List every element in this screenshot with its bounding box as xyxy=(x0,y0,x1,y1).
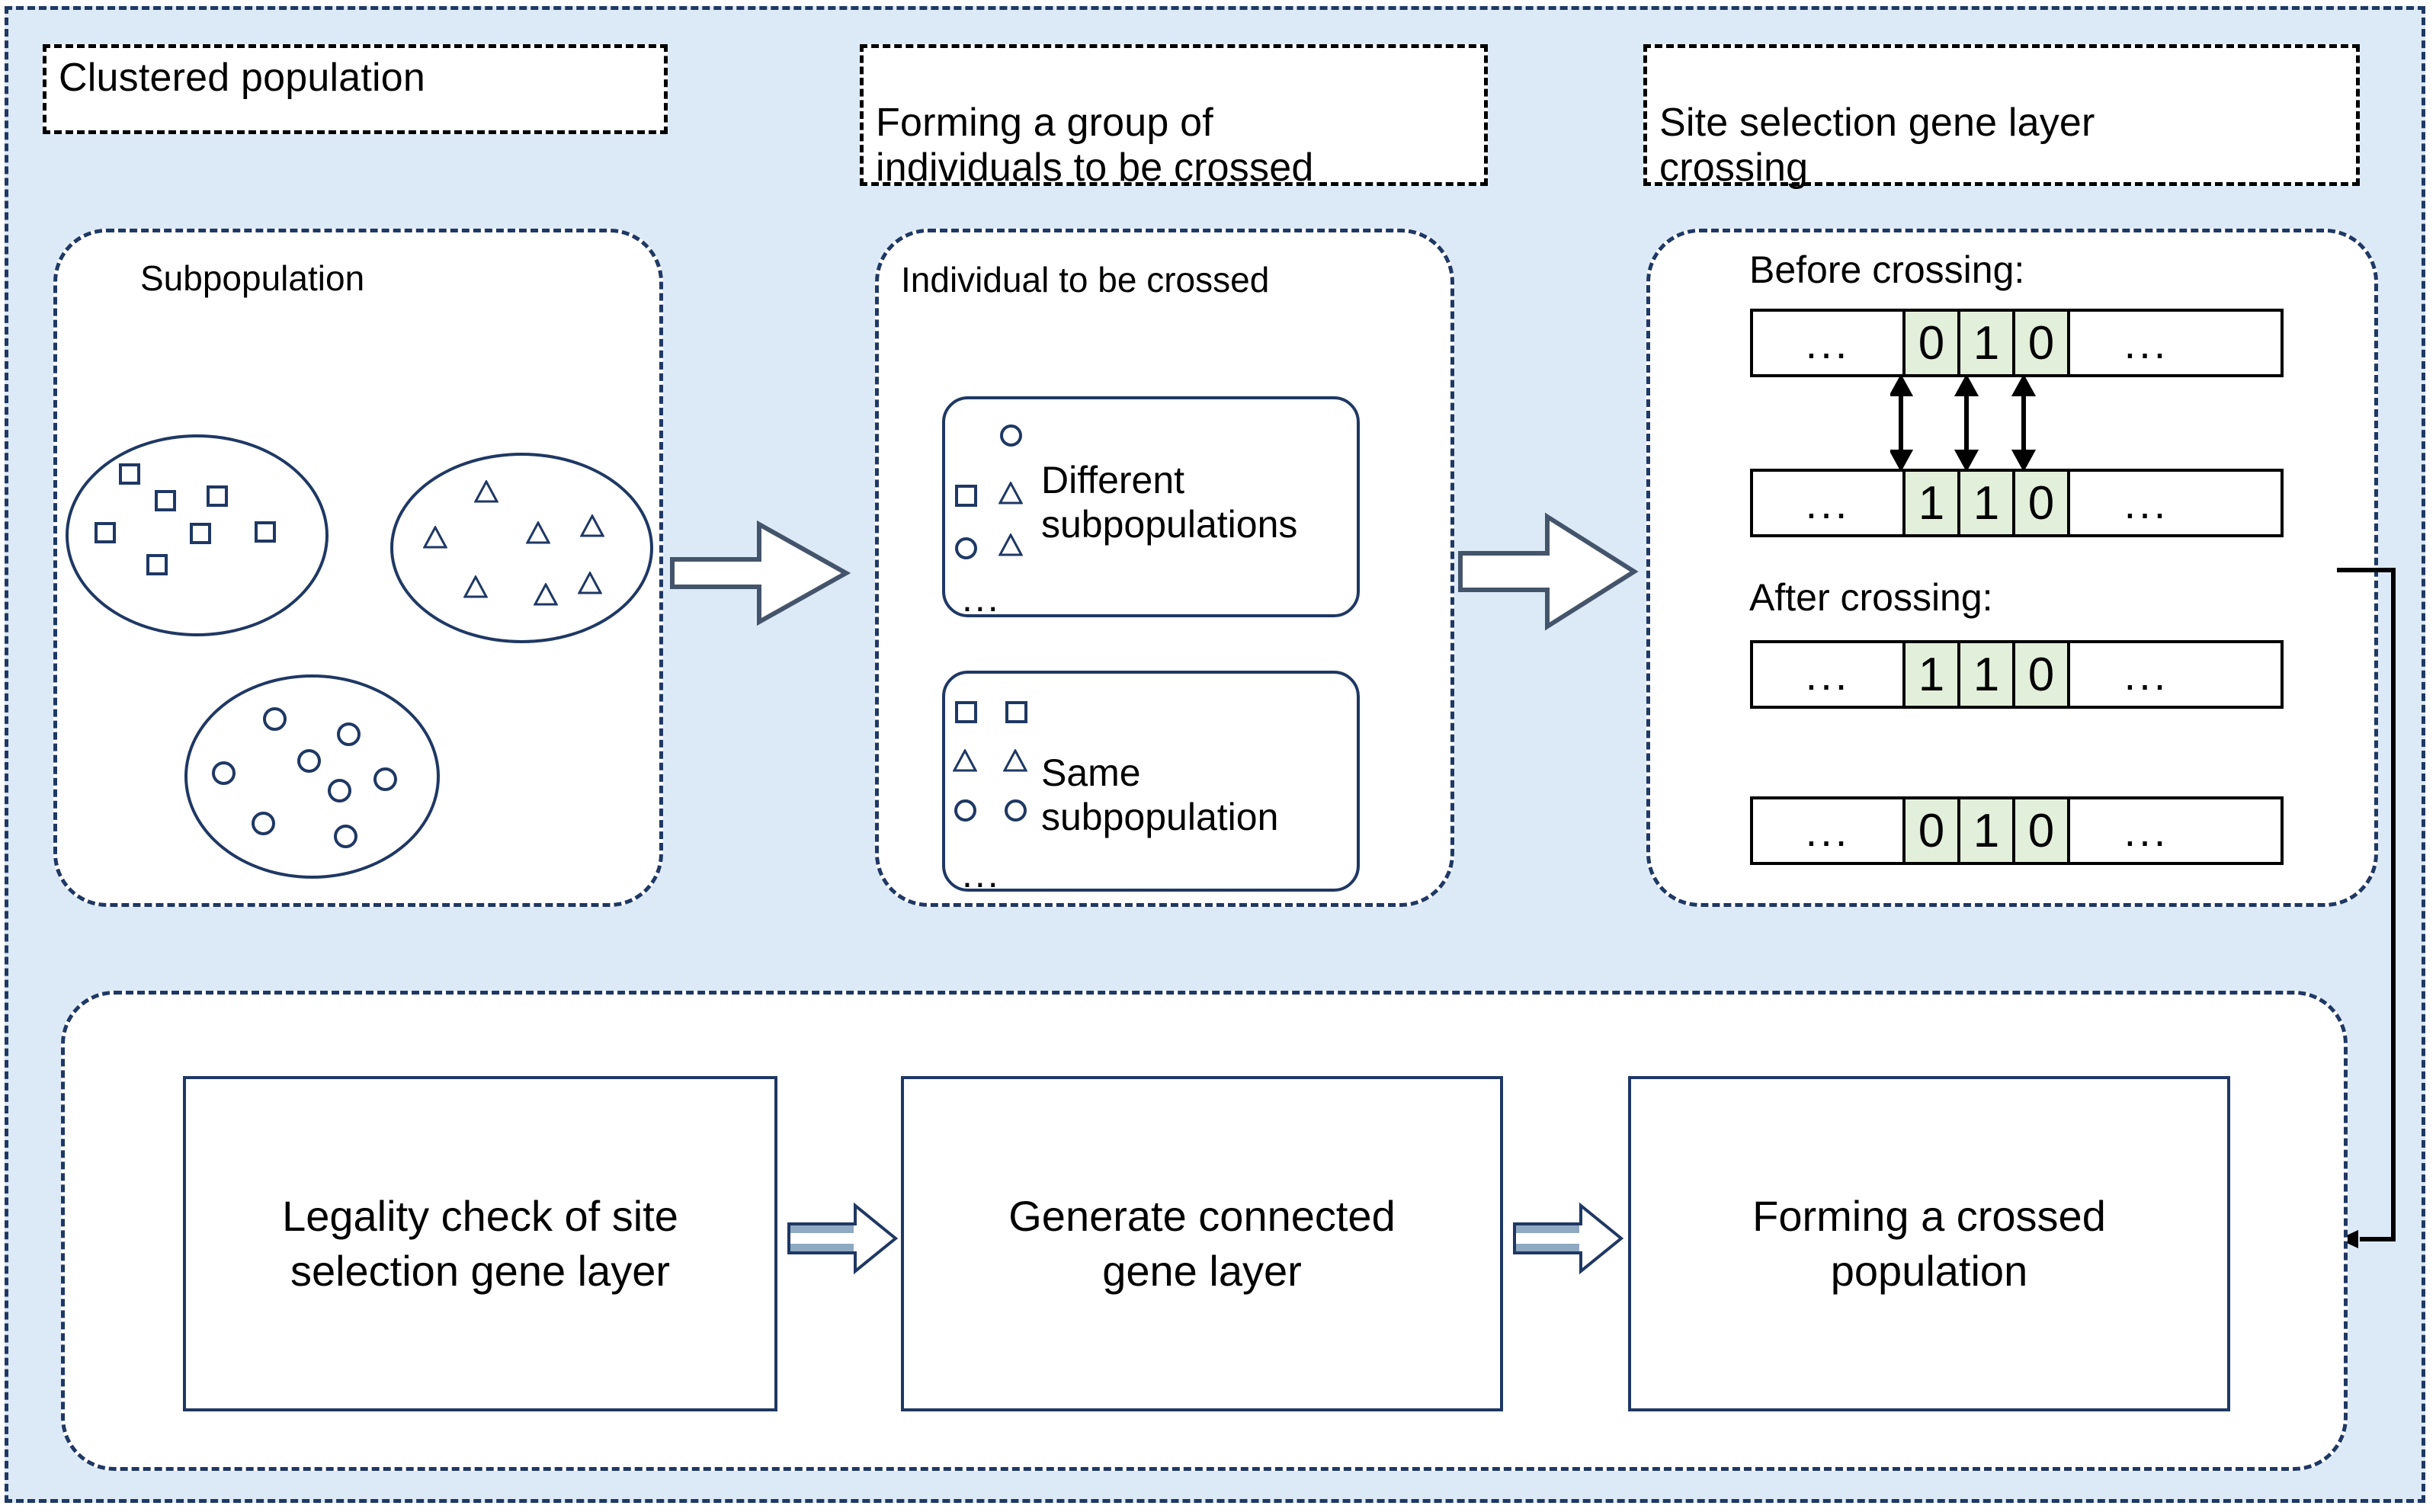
process-box-forming-crossed-population-label: Forming a crossed population xyxy=(1752,1192,2106,1295)
group-same-ellipsis: ... xyxy=(962,853,1001,895)
group-same-subpopulation xyxy=(942,671,1360,892)
gene-cell: 0 xyxy=(2015,643,2070,706)
header-site-selection-text: Site selection gene layer crossing xyxy=(1659,100,2095,190)
marker-triangle xyxy=(423,526,447,549)
gene-cell: 1 xyxy=(1906,643,1960,706)
marker-triangle xyxy=(998,533,1023,556)
marker-square xyxy=(955,701,977,723)
process-box-legality-check-label: Legality check of site selection gene la… xyxy=(282,1192,678,1295)
marker-square xyxy=(1005,701,1027,723)
marker-triangle xyxy=(953,749,977,772)
marker-circle xyxy=(263,707,287,731)
triangle-cluster-ellipse xyxy=(390,453,653,643)
gene-cell: 1 xyxy=(1960,643,2015,706)
square-cluster-ellipse xyxy=(66,434,329,636)
marker-circle xyxy=(1005,799,1027,822)
process-arrow-2 xyxy=(1513,1202,1624,1275)
header-site-selection: Site selection gene layer crossing xyxy=(1643,44,2360,190)
gene-cell-ellipsis-left: ... xyxy=(1753,799,1906,862)
gene-cell-ellipsis-left: ... xyxy=(1753,643,1906,706)
group-different-subpopulations xyxy=(942,396,1360,617)
gene-cell: 0 xyxy=(2015,472,2070,534)
gene-cell: 1 xyxy=(1960,472,2015,534)
gene-cell: 0 xyxy=(1906,312,1960,374)
marker-triangle xyxy=(526,521,550,544)
marker-circle xyxy=(212,761,236,785)
process-box-legality-check: Legality check of site selection gene la… xyxy=(183,1076,777,1411)
gene-swap-arrows xyxy=(1890,377,2037,469)
marker-circle xyxy=(337,722,361,746)
marker-square xyxy=(207,485,228,507)
gene-cell: 1 xyxy=(1960,312,2015,374)
marker-triangle xyxy=(998,482,1023,505)
marker-square xyxy=(95,522,116,543)
marker-square xyxy=(119,463,140,485)
gene-strip-child-1: ... 1 1 0 ... xyxy=(1750,640,2284,709)
feedback-connector-arrow xyxy=(2337,568,2396,1248)
group-different-ellipsis: ... xyxy=(962,577,1001,620)
gene-cell: 1 xyxy=(1906,472,1960,534)
marker-square xyxy=(255,521,276,543)
marker-circle xyxy=(955,537,977,559)
process-box-forming-crossed-population: Forming a crossed population xyxy=(1628,1076,2230,1411)
header-clustered-population: Clustered population xyxy=(43,44,668,134)
process-box-generate-connected-label: Generate connected gene layer xyxy=(1008,1192,1396,1295)
gene-cell-ellipsis-right: ... xyxy=(2070,799,2223,862)
circle-cluster-ellipse xyxy=(184,674,440,879)
gene-strip-parent-2: ... 1 1 0 ... xyxy=(1750,469,2284,537)
gene-cell: 0 xyxy=(1906,799,1960,862)
gene-strip-parent-1: ... 0 1 0 ... xyxy=(1750,309,2284,377)
marker-square xyxy=(190,523,211,544)
marker-square xyxy=(155,490,176,511)
marker-square xyxy=(146,554,168,575)
marker-circle xyxy=(297,749,321,773)
gene-cell-ellipsis-left: ... xyxy=(1753,312,1906,374)
gene-cell: 0 xyxy=(2015,312,2070,374)
marker-triangle xyxy=(1003,749,1027,772)
marker-triangle xyxy=(580,514,604,537)
gene-cell-ellipsis-right: ... xyxy=(2070,643,2223,706)
gene-cell-ellipsis-right: ... xyxy=(2070,472,2223,534)
flow-arrow-1 xyxy=(670,520,851,626)
group-different-subpopulations-label: Different subpopulations xyxy=(1041,459,1298,546)
gene-cell-ellipsis-left: ... xyxy=(1753,472,1906,534)
flow-arrow-2 xyxy=(1458,512,1639,631)
process-arrow-1 xyxy=(787,1202,899,1275)
header-forming-group: Forming a group of individuals to be cro… xyxy=(860,44,1488,190)
gene-cell: 1 xyxy=(1960,799,2015,862)
marker-triangle xyxy=(474,480,498,503)
marker-triangle xyxy=(578,572,602,594)
gene-cell: 0 xyxy=(2015,799,2070,862)
panel-middle-caption: Individual to be crossed xyxy=(901,260,1270,300)
marker-triangle xyxy=(463,575,488,598)
gene-strip-child-2: ... 0 1 0 ... xyxy=(1750,796,2284,865)
process-box-generate-connected: Generate connected gene layer xyxy=(901,1076,1503,1411)
header-clustered-population-text: Clustered population xyxy=(59,56,425,100)
panel-left-caption: Subpopulation xyxy=(140,258,365,298)
marker-triangle xyxy=(534,583,558,606)
gene-cell-ellipsis-right: ... xyxy=(2070,312,2223,374)
marker-circle xyxy=(328,779,351,802)
marker-circle xyxy=(334,825,357,848)
marker-circle xyxy=(954,799,976,822)
marker-circle xyxy=(1000,424,1022,447)
header-forming-group-text: Forming a group of individuals to be cro… xyxy=(876,100,1314,190)
before-crossing-label: Before crossing: xyxy=(1749,248,2025,291)
after-crossing-label: After crossing: xyxy=(1749,576,1993,619)
group-same-subpopulation-label: Same subpopulation xyxy=(1041,751,1279,838)
marker-circle xyxy=(252,812,275,835)
marker-square xyxy=(955,485,977,507)
marker-circle xyxy=(373,767,397,791)
